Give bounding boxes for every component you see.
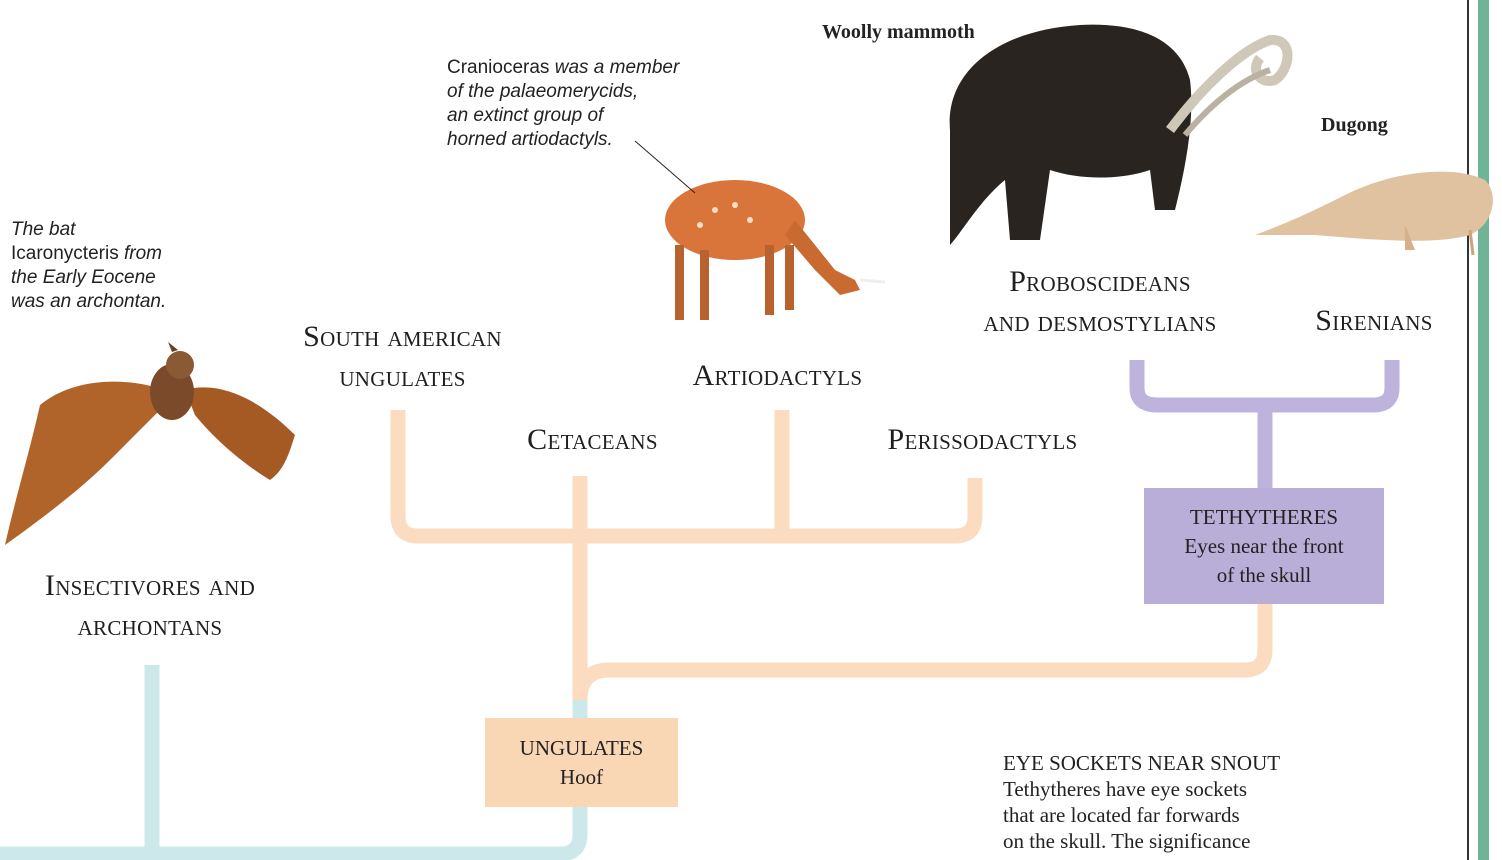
- group-perissodactyls: Perissodactyls: [855, 420, 1110, 460]
- group-south-american-ungulates: South american ungulates: [255, 317, 550, 397]
- ungulates-box-title: UNGULATES: [485, 734, 678, 763]
- eye-sockets-note-line2: that are located far forwards: [1003, 802, 1363, 828]
- cranioceras-caption-line1-rest: was a member: [549, 57, 679, 78]
- cranioceras-caption-line2: of the palaeomerycids,: [447, 80, 727, 104]
- bat-caption: The bat Icaronycteris from the Early Eoc…: [11, 218, 211, 314]
- cranioceras-caption-line1: Cranioceras was a member: [447, 56, 727, 80]
- group-south-american-line2: ungulates: [255, 357, 550, 397]
- group-sirenians: Sirenians: [1290, 301, 1458, 341]
- ungulates-box: UNGULATES Hoof: [485, 718, 678, 807]
- ungulate-tethythere-link: [580, 604, 1265, 700]
- side-stripe-green: [1478, 0, 1489, 860]
- bat-caption-line1: The bat: [11, 218, 211, 242]
- tethytheres-box-line1: Eyes near the front: [1144, 532, 1384, 561]
- bat-genus-name: Icaronycteris: [11, 243, 119, 264]
- dugong-illustration-icon: [1255, 150, 1500, 260]
- group-proboscideans: Proboscideans and desmostylians: [935, 262, 1265, 342]
- group-artiodactyls: Artiodactyls: [655, 356, 900, 396]
- bat-caption-line2-rest: from: [119, 243, 162, 264]
- eye-sockets-note: EYE SOCKETS NEAR SNOUT Tethytheres have …: [1003, 750, 1363, 854]
- cranioceras-genus-name: Cranioceras: [447, 57, 549, 78]
- tethytheres-box-title: TETHYTHERES: [1144, 503, 1384, 532]
- group-insectivores-line1: Insectivores and: [0, 566, 300, 606]
- cranioceras-caption-line3: an extinct group of: [447, 104, 727, 128]
- bat-caption-line3: the Early Eocene: [11, 266, 211, 290]
- group-south-american-line1: South american: [255, 317, 550, 357]
- group-insectivores: Insectivores and archontans: [0, 566, 300, 646]
- ungulates-box-line1: Hoof: [485, 763, 678, 792]
- mammoth-illustration-icon: [940, 10, 1300, 250]
- side-stripe-dark: [1467, 0, 1469, 860]
- bat-caption-line2: Icaronycteris from: [11, 242, 211, 266]
- mammoth-label: Woolly mammoth: [822, 21, 975, 44]
- tethytheres-box: TETHYTHERES Eyes near the front of the s…: [1144, 488, 1384, 604]
- bat-caption-line4: was an archontan.: [11, 290, 211, 314]
- group-cetaceans: Cetaceans: [495, 420, 690, 460]
- eye-sockets-note-heading: EYE SOCKETS NEAR SNOUT: [1003, 750, 1363, 776]
- eye-sockets-note-line1: Tethytheres have eye sockets: [1003, 776, 1363, 802]
- group-proboscideans-line1: Proboscideans: [935, 262, 1265, 302]
- eye-sockets-note-line3: on the skull. The significance: [1003, 828, 1363, 854]
- tethytheres-box-line2: of the skull: [1144, 561, 1384, 590]
- group-proboscideans-line2: and desmostylians: [935, 302, 1265, 342]
- group-insectivores-line2: archontans: [0, 606, 300, 646]
- tethythere-bracket: [1137, 360, 1392, 488]
- cranioceras-pointer-line: [630, 138, 700, 198]
- dugong-label: Dugong: [1321, 114, 1388, 137]
